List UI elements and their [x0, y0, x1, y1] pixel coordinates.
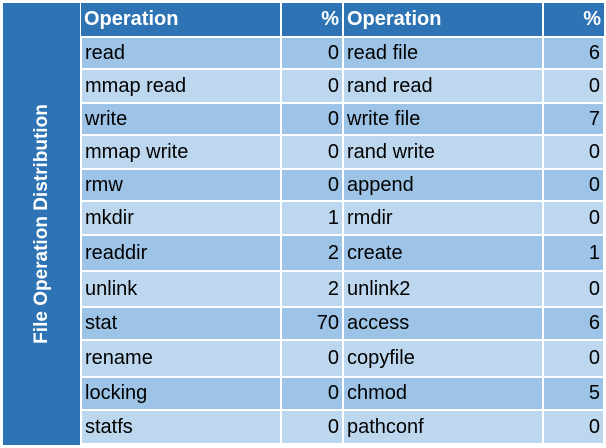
percent-cell: 0	[542, 168, 605, 202]
percent-cell: 7	[542, 102, 605, 136]
operation-cell: write file	[342, 102, 544, 136]
percent-cell: 0	[280, 168, 344, 202]
percent-cell: 0	[542, 409, 605, 445]
percent-cell: 0	[542, 339, 605, 378]
operation-cell: access	[342, 306, 544, 341]
percent-cell: 2	[280, 270, 344, 308]
operation-cell: mmap read	[80, 68, 282, 104]
operation-cell: readdir	[80, 234, 282, 272]
percent-cell: 1	[542, 234, 605, 272]
percent-cell: 0	[280, 409, 344, 445]
side-header: File Operation Distribution	[3, 3, 80, 445]
percent-cell: 0	[542, 68, 605, 104]
column-header-percent-2: %	[542, 3, 604, 37]
percent-cell: 6	[542, 306, 605, 341]
operation-cell: rand write	[342, 134, 544, 170]
file-operation-table-container: File Operation Distribution Operation % …	[3, 3, 605, 445]
percent-cell: 0	[542, 270, 605, 308]
percent-cell: 0	[542, 134, 605, 170]
column-header-percent-1: %	[280, 3, 343, 37]
percent-cell: 5	[542, 376, 605, 411]
percent-cell: 0	[542, 200, 605, 236]
operation-cell: copyfile	[342, 339, 544, 378]
operation-cell: read	[80, 36, 282, 70]
operation-cell: stat	[80, 306, 282, 341]
percent-cell: 0	[280, 102, 344, 136]
percent-cell: 6	[542, 36, 605, 70]
percent-cell: 0	[280, 376, 344, 411]
operation-cell: rmdir	[342, 200, 544, 236]
operation-cell: create	[342, 234, 544, 272]
operation-cell: statfs	[80, 409, 282, 445]
operation-cell: locking	[80, 376, 282, 411]
operation-cell: append	[342, 168, 544, 202]
operation-cell: rand read	[342, 68, 544, 104]
operation-cell: unlink	[80, 270, 282, 308]
side-header-label: File Operation Distribution	[31, 104, 52, 344]
column-header-operation-2: Operation	[342, 3, 543, 37]
operation-cell: read file	[342, 36, 544, 70]
operation-cell: mkdir	[80, 200, 282, 236]
percent-cell: 70	[280, 306, 344, 341]
header-row: Operation % Operation %	[81, 3, 604, 37]
column-header-operation-1: Operation	[81, 3, 281, 37]
operation-cell: rename	[80, 339, 282, 378]
percent-cell: 0	[280, 68, 344, 104]
operation-cell: mmap write	[80, 134, 282, 170]
percent-cell: 0	[280, 134, 344, 170]
percent-cell: 2	[280, 234, 344, 272]
operation-cell: write	[80, 102, 282, 136]
percent-cell: 0	[280, 339, 344, 378]
percent-cell: 1	[280, 200, 344, 236]
operation-cell: pathconf	[342, 409, 544, 445]
operation-cell: rmw	[80, 168, 282, 202]
operation-cell: unlink2	[342, 270, 544, 308]
operation-cell: chmod	[342, 376, 544, 411]
percent-cell: 0	[280, 36, 344, 70]
